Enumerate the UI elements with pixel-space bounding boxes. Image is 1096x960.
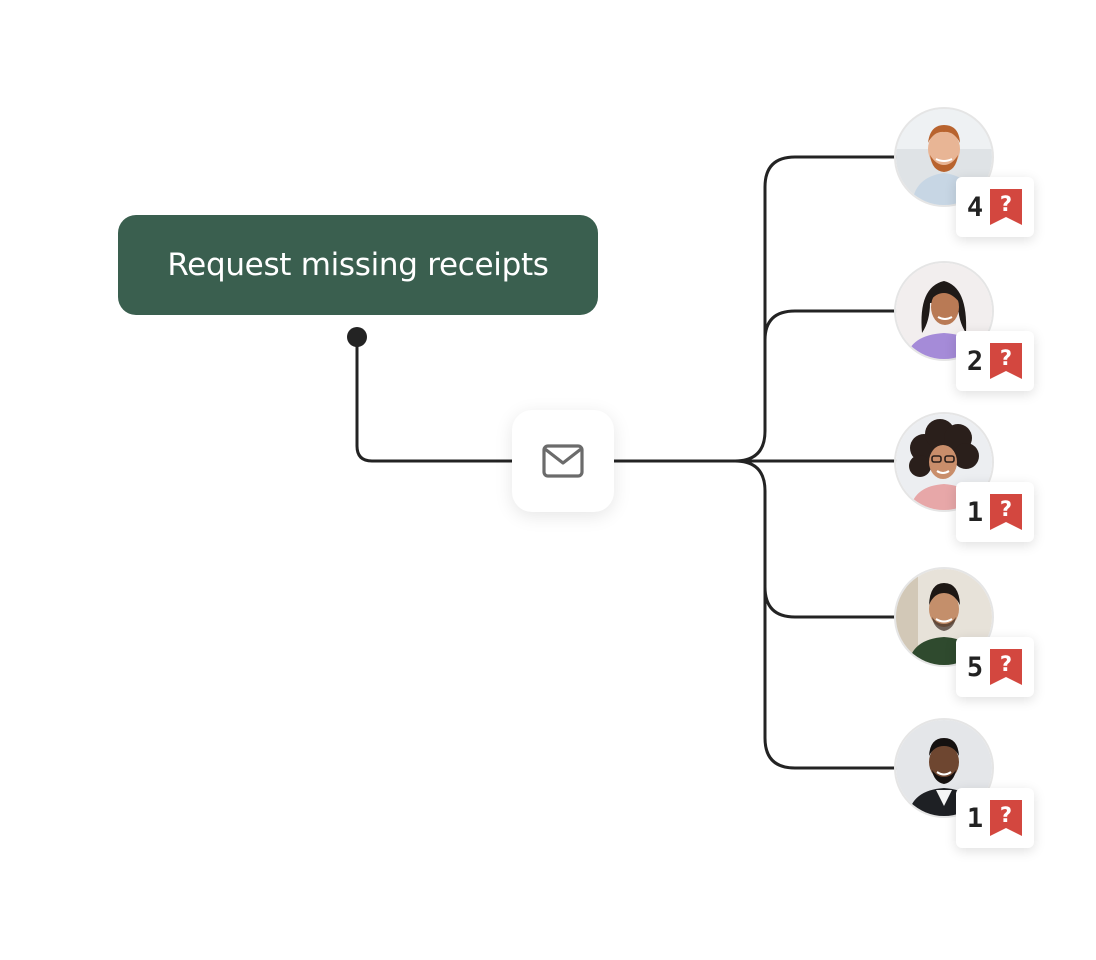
email-node[interactable] xyxy=(512,410,614,512)
missing-receipts-badge[interactable]: 4 ? xyxy=(956,177,1034,237)
svg-text:?: ? xyxy=(1000,652,1012,676)
connector-start-dot xyxy=(347,327,367,347)
missing-receipts-count: 1 xyxy=(966,802,984,834)
recipient-3: 1 ? xyxy=(894,412,1044,542)
receipt-question-icon: ? xyxy=(990,800,1023,836)
request-missing-receipts-button[interactable]: Request missing receipts xyxy=(118,215,598,315)
missing-receipts-count: 2 xyxy=(966,345,984,377)
missing-receipts-count: 4 xyxy=(966,191,984,223)
receipt-question-icon: ? xyxy=(990,494,1023,530)
missing-receipts-count: 1 xyxy=(966,496,984,528)
trigger-connector xyxy=(355,335,514,463)
missing-receipts-badge[interactable]: 1 ? xyxy=(956,482,1034,542)
recipient-4: 5 ? xyxy=(894,567,1044,697)
recipient-2: 2 ? xyxy=(894,261,1044,391)
branch-connector-5 xyxy=(763,585,898,619)
receipt-question-icon: ? xyxy=(990,189,1023,225)
receipt-question-icon: ? xyxy=(990,343,1023,379)
svg-text:?: ? xyxy=(1000,803,1012,827)
svg-text:?: ? xyxy=(1000,192,1012,216)
missing-receipts-count: 5 xyxy=(966,651,984,683)
missing-receipts-badge[interactable]: 2 ? xyxy=(956,331,1034,391)
mail-icon xyxy=(542,444,584,478)
svg-text:?: ? xyxy=(1000,346,1012,370)
missing-receipts-badge[interactable]: 1 ? xyxy=(956,788,1034,848)
svg-text:?: ? xyxy=(1000,497,1012,521)
missing-receipts-badge[interactable]: 5 ? xyxy=(956,637,1034,697)
recipient-1: 4 ? xyxy=(894,107,1044,237)
branch-connector-4 xyxy=(733,459,898,770)
request-button-label: Request missing receipts xyxy=(167,247,549,283)
branch-connector-1 xyxy=(733,155,898,463)
recipient-5: 1 ? xyxy=(894,718,1044,848)
branch-connector-2 xyxy=(763,309,898,342)
receipt-question-icon: ? xyxy=(990,649,1023,685)
